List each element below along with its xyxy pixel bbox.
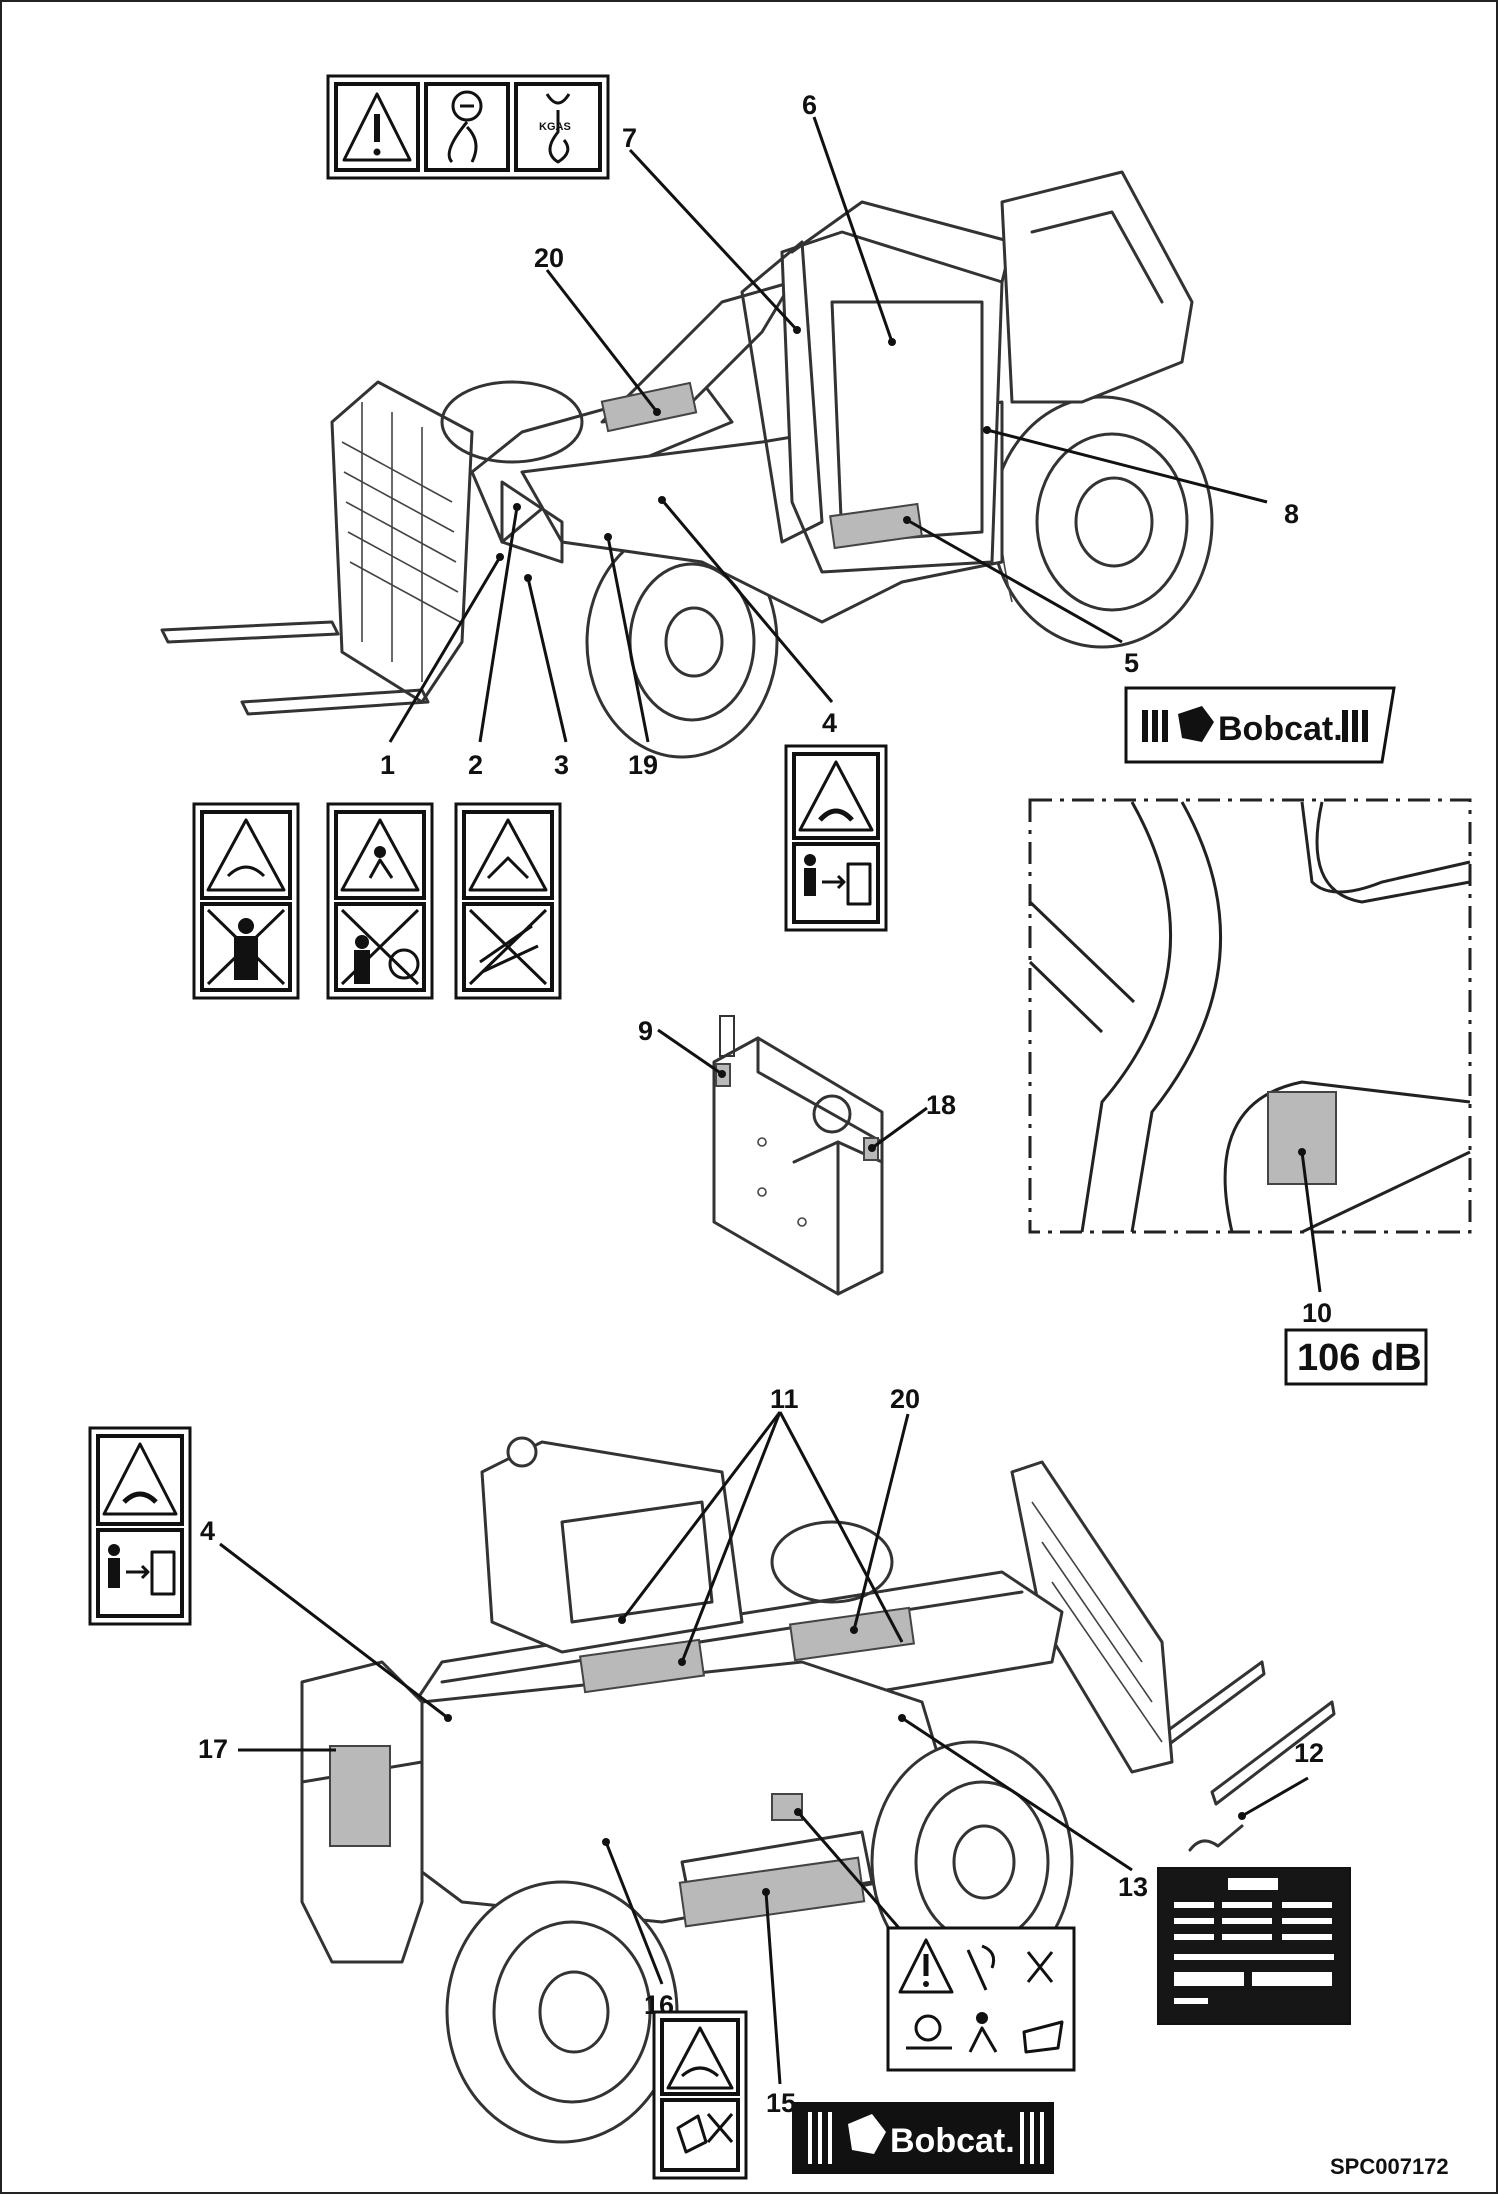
decal-7-lifting-tie-down: KGAS <box>326 74 610 180</box>
callout-1: 1 <box>380 750 395 780</box>
svg-text:KGAS: KGAS <box>539 121 571 133</box>
callout-4-top: 4 <box>822 708 837 738</box>
callout-10: 10 <box>1302 1298 1332 1328</box>
figure-code: SPC007172 <box>1330 2154 1449 2179</box>
decal-15-bobcat-logo-large: Bobcat. <box>792 2102 1054 2174</box>
machine-bottom-view <box>300 1436 1336 2144</box>
callout-19: 19 <box>628 750 658 780</box>
crush-hazard-icon <box>206 818 286 892</box>
callout-13: 13 <box>1118 1872 1148 1902</box>
crush-hazard-icon <box>468 818 548 892</box>
decal-12-serial-plate <box>1157 1824 1351 2025</box>
warning-triangle-icon <box>342 92 412 162</box>
callout-9: 9 <box>638 1016 653 1046</box>
detail-view-cab <box>1028 798 1472 1234</box>
decal-10-sound-level: 106 dB <box>1284 1328 1428 1386</box>
decal-1 <box>192 802 300 1000</box>
bobcat-logo-icon <box>848 2114 886 2154</box>
decal-5-bobcat-logo: Bobcat. <box>1124 686 1396 764</box>
callout-2: 2 <box>468 750 483 780</box>
callout-12: 12 <box>1294 1738 1324 1768</box>
callout-18: 18 <box>926 1090 956 1120</box>
warning-triangle-icon <box>666 2026 734 2090</box>
warning-triangle-icon <box>340 818 420 892</box>
callout-8: 8 <box>1284 499 1299 529</box>
top-leaders <box>388 116 1268 743</box>
decal-16 <box>652 2010 748 2180</box>
brand-name-large: Bobcat. <box>890 2122 1015 2160</box>
crush-hazard-icon <box>798 760 874 832</box>
keep-clear-icon <box>108 1544 176 1596</box>
callout-5: 5 <box>1124 648 1139 678</box>
lifting-point-icon: KGAS <box>539 93 571 164</box>
callout-6: 6 <box>802 90 817 120</box>
callout-11: 11 <box>770 1384 799 1414</box>
tank-assembly <box>712 1015 884 1296</box>
decal-2 <box>326 802 434 1000</box>
sound-level-value: 106 dB <box>1297 1337 1422 1379</box>
tie-down-icon <box>447 90 483 164</box>
warning-triangle-icon <box>898 1938 954 1994</box>
crush-hazard-icon <box>102 1442 178 1516</box>
brand-name-small: Bobcat. <box>1218 710 1343 748</box>
callout-15: 15 <box>766 2088 796 2118</box>
decal-4-keep-clear-bottom <box>88 1426 192 1626</box>
callout-17: 17 <box>198 1734 228 1764</box>
callout-7: 7 <box>622 123 637 153</box>
callout-20-bottom: 20 <box>890 1384 920 1414</box>
decal-3 <box>454 802 562 1000</box>
decal-14-multi-hazard <box>886 1926 1076 2072</box>
bobcat-logo-icon <box>1142 706 1214 742</box>
callout-4-bottom: 4 <box>200 1516 215 1546</box>
callout-20-top: 20 <box>534 243 564 273</box>
decal-4-keep-clear-top <box>784 744 888 932</box>
machine-top-view <box>160 170 1214 759</box>
callout-3: 3 <box>554 750 569 780</box>
bottom-leaders <box>219 1411 1309 2085</box>
keep-clear-icon <box>804 854 872 906</box>
